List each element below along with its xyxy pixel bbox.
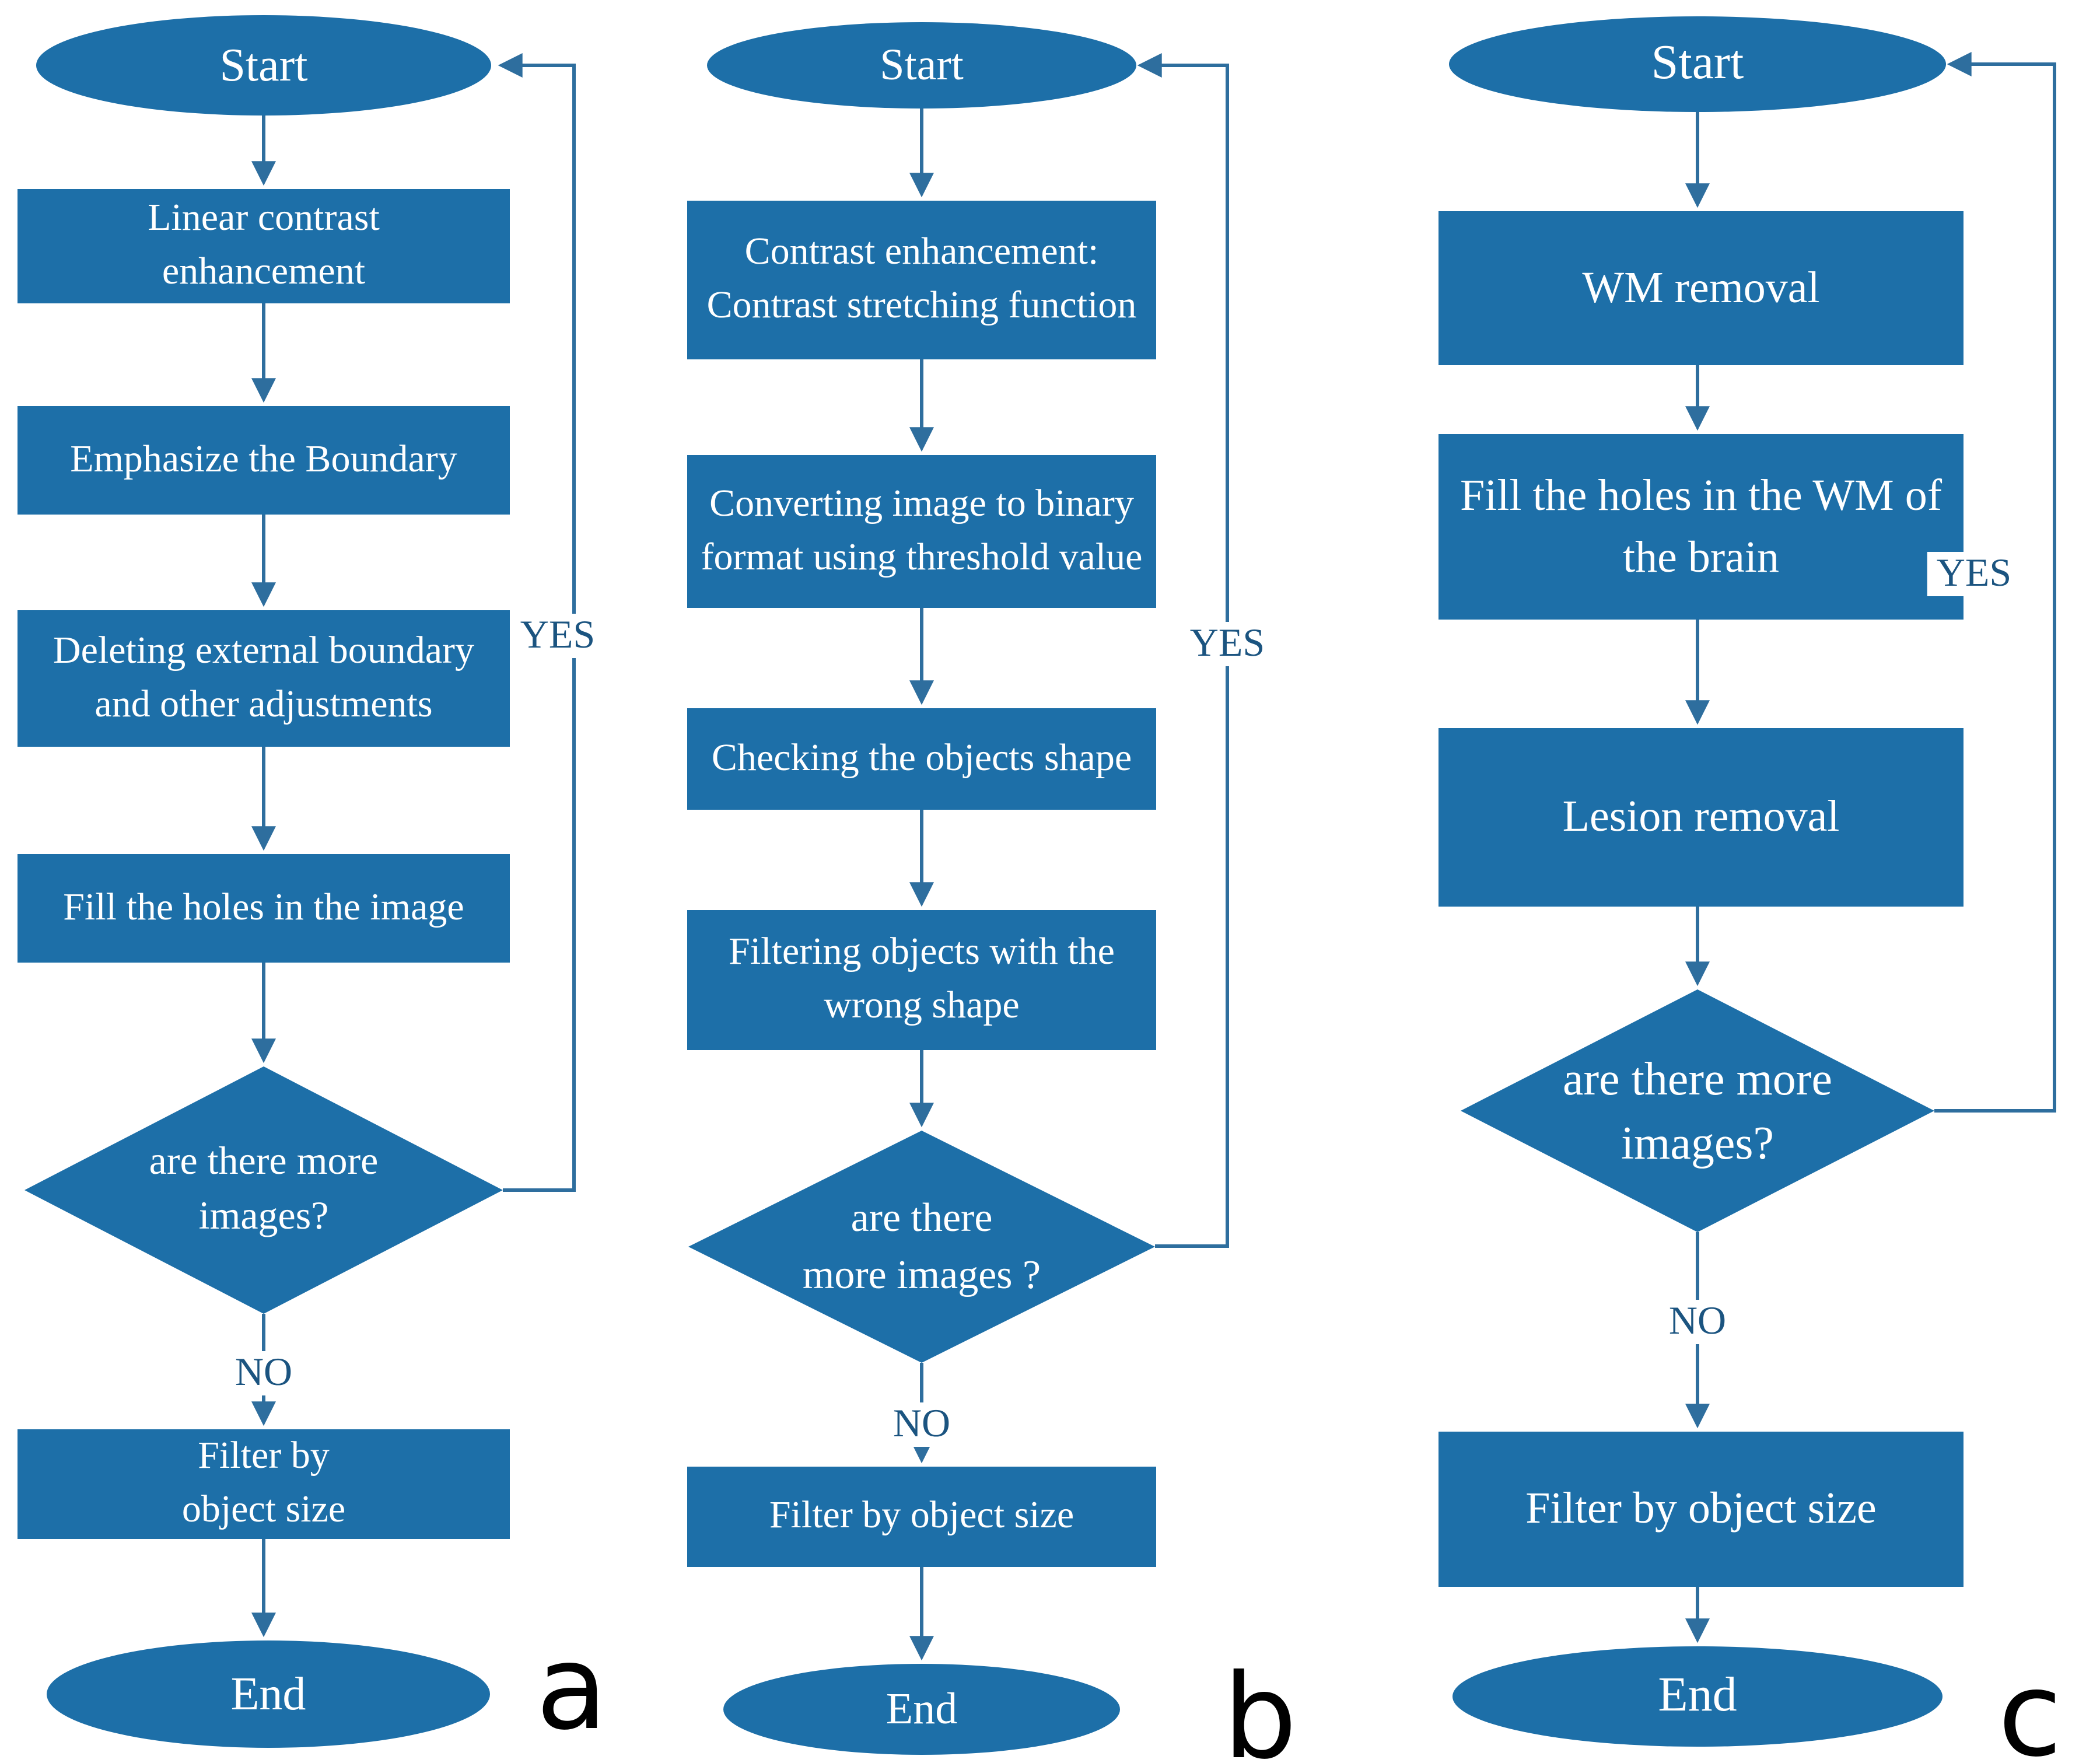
flowchart-a-step3-line2: and other adjustments [94,683,433,725]
flowchart-b-start-terminator: Start [707,22,1136,109]
flowchart-b-step3-line1: Checking the objects shape [711,737,1132,779]
flowchart-a-step4-line1: Fill the holes in the image [63,886,464,929]
flowchart-a-step1-line2: enhancement [162,251,366,293]
flowchart-c-step1-box: WM removal [1438,211,1964,365]
flowchart-a-step2-box: Emphasize the Boundary [18,406,510,515]
flowchart-a-caption: a [536,1619,608,1756]
flowchart-b-step1-line2: Contrast stretching function [706,285,1137,327]
flowchart-b-step2-line1: Converting image to binary [709,482,1134,525]
flowchart-a-step1-box: Linear contrast enhancement [18,189,510,303]
flowchart-a-decision-line1: are there more [149,1140,379,1184]
flowchart-c-step2-line2: the brain [1622,533,1779,582]
flowchart-c-yes-label: YES [1927,552,2021,596]
flowchart-b-step1-line1: Contrast enhancement: [744,231,1099,274]
flowchart-a-filter-box: Filter by object size [18,1429,510,1539]
flowchart-a-no-label: NO [225,1351,302,1395]
flowchart-c-decision-line2: images? [1620,1117,1774,1169]
flowchart-b-decision-line2: more images ? [802,1251,1041,1297]
flowchart-c-start-label: Start [1651,36,1744,90]
flowchart-a-start-terminator: Start [36,15,491,116]
flowchart-c-step2-box: Fill the holes in the WM of the brain [1438,434,1964,620]
flowchart-a-decision-line2: images? [198,1195,329,1238]
flowchart-b-filter-line1: Filter by object size [769,1495,1074,1537]
flowchart-b-step4-line2: wrong shape [824,985,1020,1027]
flowchart-c-step1-line1: WM removal [1582,263,1820,313]
flowchart-c-step2-line1: Fill the holes in the WM of [1460,471,1943,521]
flowchart-b-step4-line1: Filtering objects with the [729,931,1115,974]
flowchart-a-filter-line1: Filter by [198,1435,330,1478]
flowchart-b-step3-box: Checking the objects shape [687,708,1156,810]
flowchart-a-decision-diamond: are there more images? [24,1066,503,1314]
flowchart-b-step2-line2: format using threshold value [701,536,1143,578]
flowchart-c-start-terminator: Start [1449,16,1946,112]
flowchart-c-end-label: End [1658,1668,1737,1723]
flowchart-a-step2-line1: Emphasize the Boundary [70,438,457,481]
flowchart-a-step4-box: Fill the holes in the image [18,854,510,963]
flowchart-c-decision-line1: are there more [1563,1052,1832,1105]
flowchart-a-step3-box: Deleting external boundary and other adj… [18,610,510,747]
flowchart-b-decision-line1: are there [850,1195,993,1241]
flowchart-b-step1-box: Contrast enhancement: Contrast stretchin… [687,201,1156,359]
flowchart-a-step1-line1: Linear contrast [148,197,380,240]
flowchart-c-decision-diamond: are there more images? [1461,989,1934,1232]
flowchart-b-decision-diamond: are there more images ? [688,1131,1155,1363]
flowchart-c-no-label: NO [1659,1300,1736,1344]
flowchart-a-start-label: Start [219,39,308,92]
flowchart-b-no-label: NO [883,1402,960,1447]
flowchart-b-step4-box: Filtering objects with the wrong shape [687,910,1156,1050]
flowchart-a-step3-line1: Deleting external boundary [52,629,475,672]
flowchart-c-filter-box: Filter by object size [1438,1432,1964,1587]
flowchart-b-start-label: Start [880,40,964,90]
flowchart-b-end-terminator: End [723,1664,1120,1755]
flowchart-b-filter-box: Filter by object size [687,1467,1156,1567]
flowchart-a-end-label: End [230,1667,306,1720]
flowchart-a-end-terminator: End [47,1640,490,1748]
flowchart-c-filter-line1: Filter by object size [1525,1484,1877,1534]
flowchart-c-caption: c [1998,1646,2062,1763]
flowchart-b-step2-box: Converting image to binary format using … [687,455,1156,608]
flowchart-a-filter-line2: object size [181,1489,346,1531]
flowchart-b-end-label: End [886,1684,958,1734]
flowchart-b-caption: b [1223,1649,1297,1763]
flowchart-c-step3-line1: Lesion removal [1562,792,1840,842]
flowchart-a-yes-label: YES [510,614,605,658]
flowchart-b-yes-label: YES [1180,622,1275,666]
flowchart-c-step3-box: Lesion removal [1438,728,1964,907]
flowchart-c-end-terminator: End [1452,1646,1943,1747]
